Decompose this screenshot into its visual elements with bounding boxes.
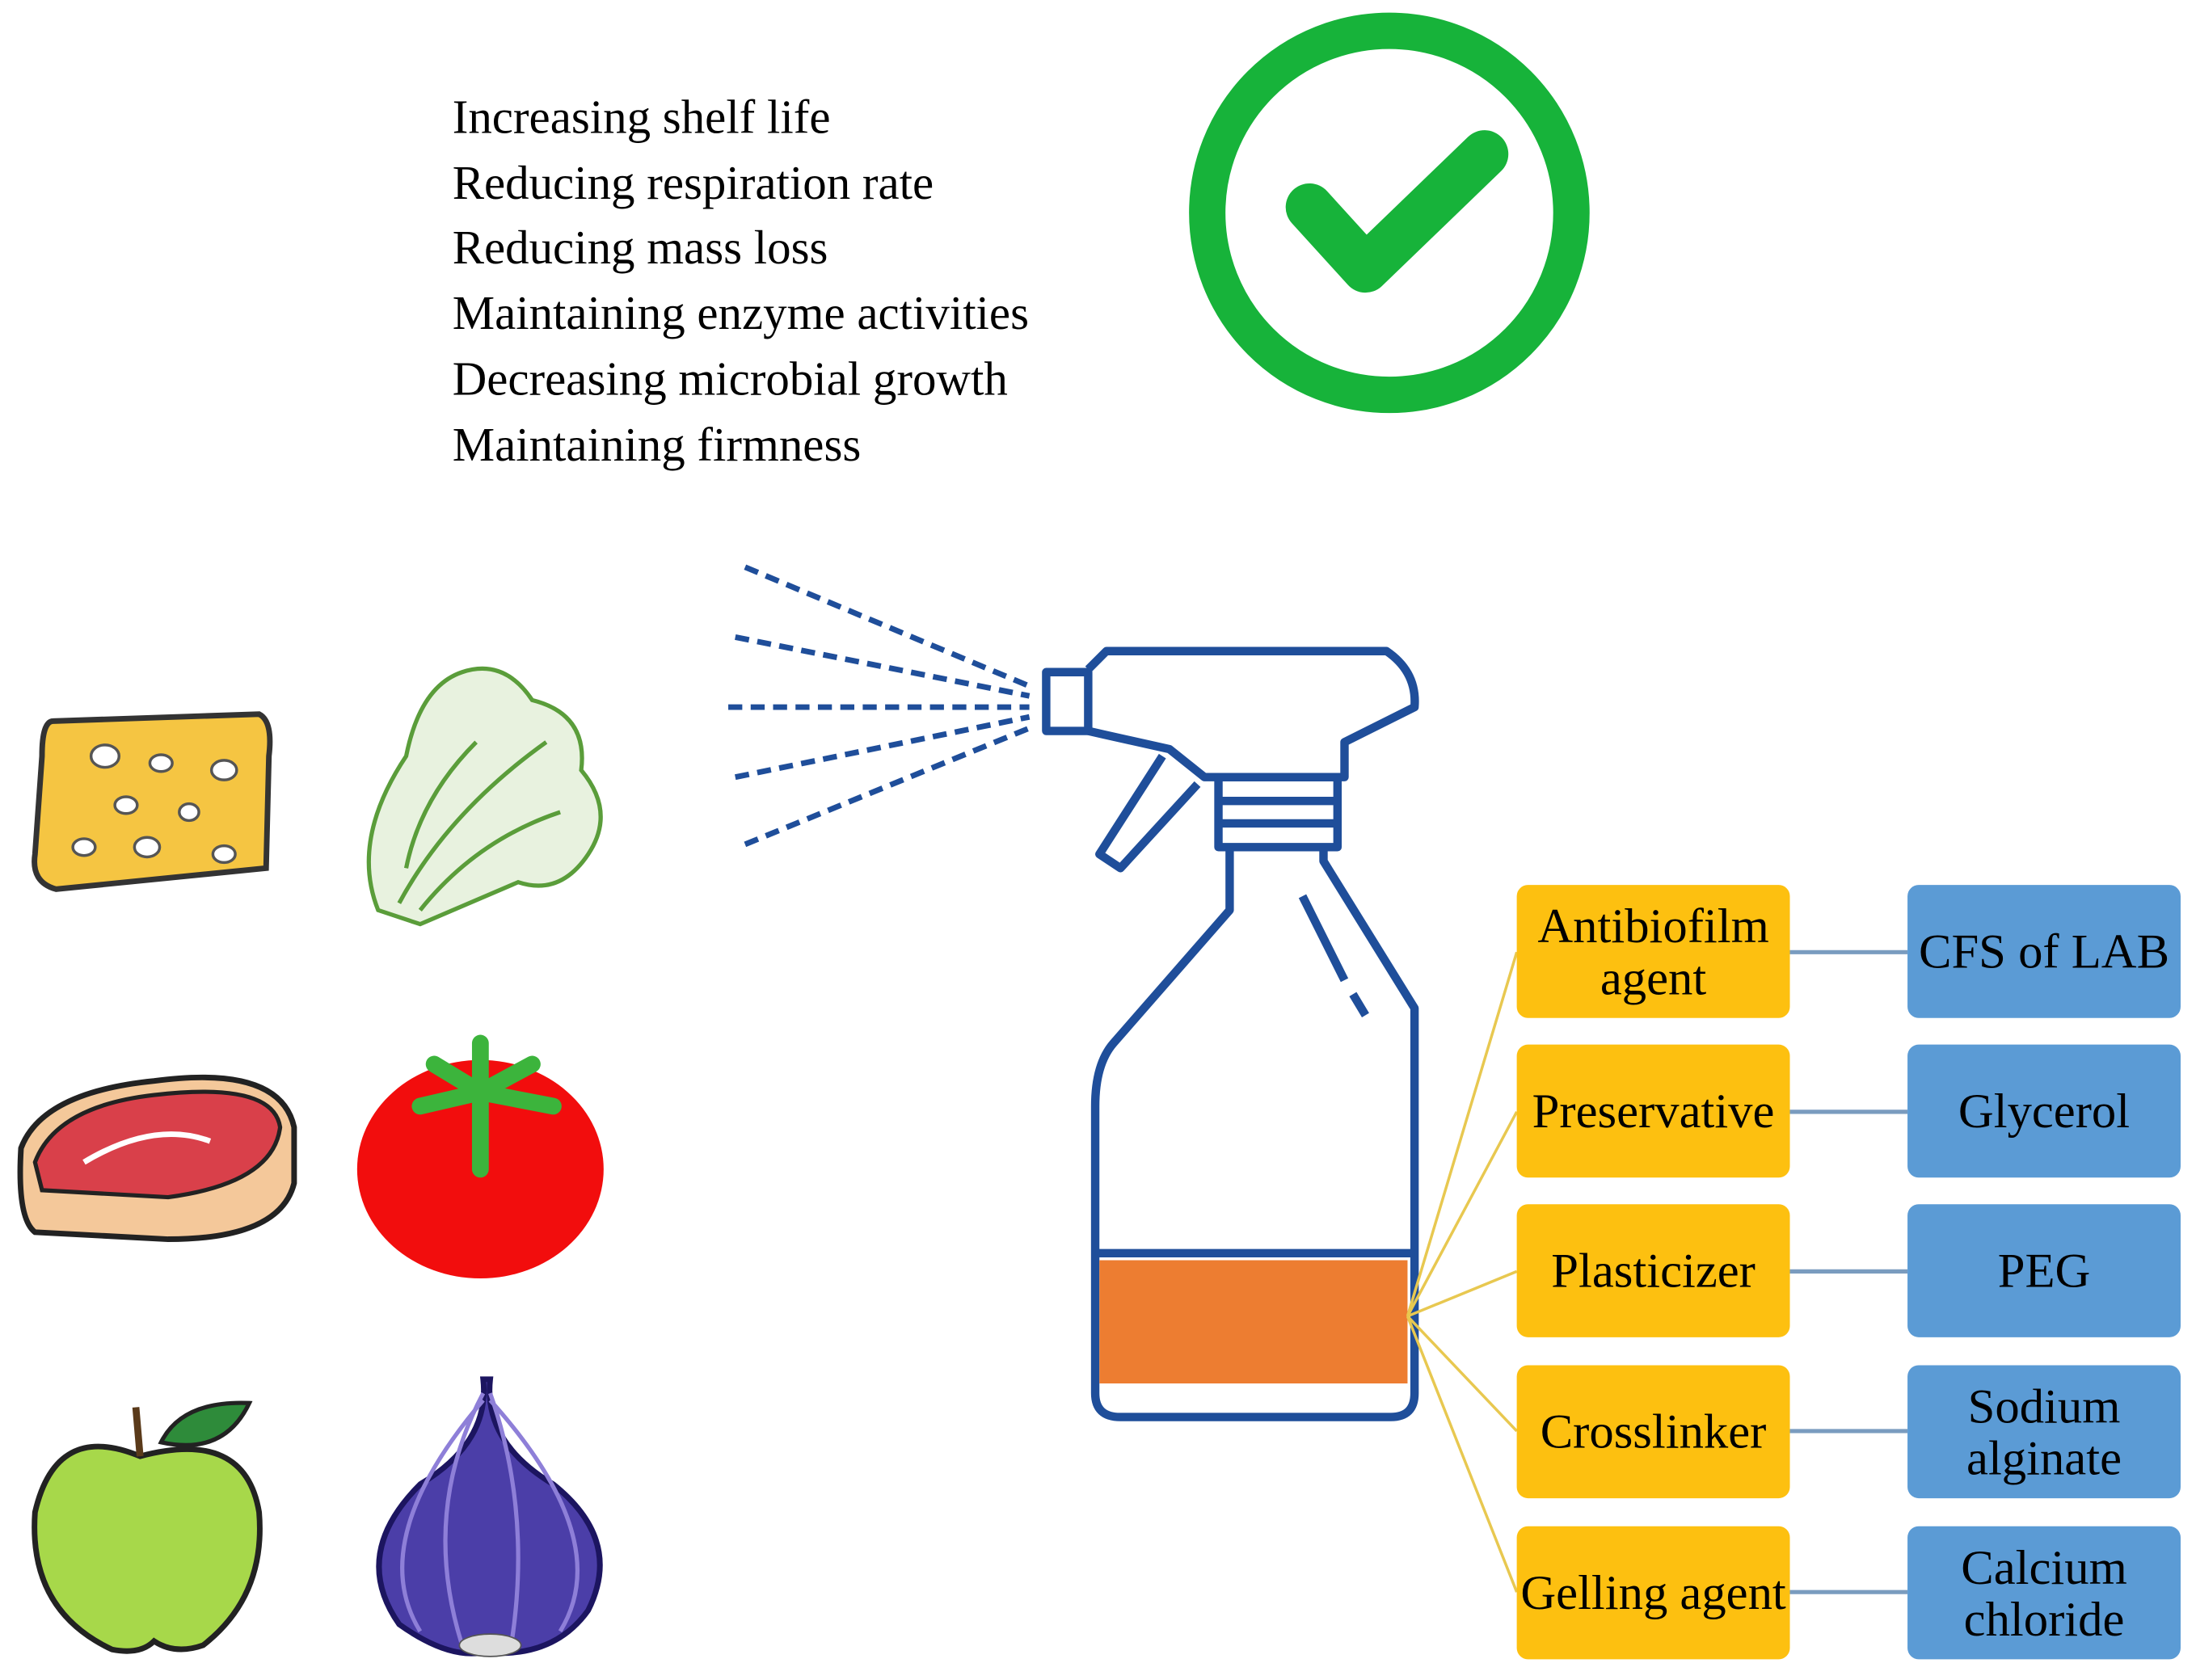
- apple-icon: [32, 1400, 263, 1654]
- pair-lines: [1789, 949, 1908, 1594]
- material-box-cacl2: Calcium chloride: [1907, 1526, 2181, 1660]
- lettuce-icon: [366, 666, 603, 927]
- cheese-icon: [32, 711, 273, 892]
- onion-icon: [376, 1376, 603, 1657]
- spray-bottle-icon: [1042, 646, 1419, 1421]
- material-box-cfs: CFS of LAB: [1907, 885, 2181, 1018]
- tomato-icon: [356, 1034, 604, 1279]
- benefits-list: Increasing shelf life Reducing respirati…: [453, 86, 1029, 479]
- material-box-glycerol: Glycerol: [1907, 1044, 2181, 1178]
- benefit-item: Maintaining firmness: [452, 419, 862, 472]
- material-box-peg: PEG: [1907, 1204, 2181, 1337]
- material-box-alginate: Sodium alginate: [1907, 1365, 2181, 1499]
- role-box-gelling: Gelling agent: [1516, 1526, 1790, 1660]
- check-circle-icon: [1189, 12, 1590, 414]
- benefit-item: Reducing mass loss: [452, 223, 828, 276]
- benefit-item: Decreasing microbial growth: [452, 354, 1008, 406]
- steak-icon: [17, 1074, 297, 1242]
- role-box-preservative: Preservative: [1516, 1044, 1790, 1178]
- role-box-plasticizer: Plasticizer: [1516, 1204, 1790, 1337]
- benefit-item: Increasing shelf life: [452, 92, 831, 145]
- benefit-item: Maintaining enzyme activities: [452, 288, 1030, 341]
- spray-mist-icon: [728, 564, 1031, 848]
- role-box-crosslinker: Crosslinker: [1516, 1365, 1790, 1499]
- connector-lines: [1406, 951, 1519, 1593]
- benefit-item: Reducing respiration rate: [452, 158, 934, 210]
- role-box-antibiofilm: Antibiofilm agent: [1516, 885, 1790, 1018]
- bottle-liquid: [1099, 1260, 1408, 1384]
